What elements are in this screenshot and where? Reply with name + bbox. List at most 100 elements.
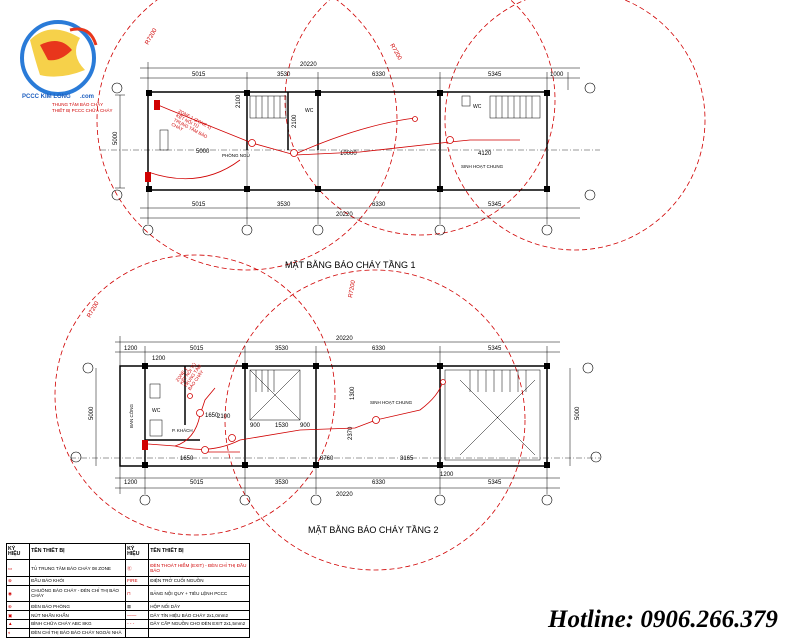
zone-note: ZONE 1KẾT NỐI TỦTRUNG TÂMBÁO CHÁY bbox=[175, 358, 207, 392]
dim-room: 2100 bbox=[292, 114, 298, 128]
dim-inner: 5000 bbox=[196, 149, 210, 155]
dim-inner: 8760 bbox=[320, 456, 334, 462]
legend-item: HỘP NỐI DÂY bbox=[148, 601, 250, 612]
dim-room: 2100 bbox=[236, 94, 242, 108]
radius-label: R7200 bbox=[145, 27, 159, 46]
logo-name: PCCC KIM LONG bbox=[22, 94, 71, 100]
legend-item: CHUÔNG BÁO CHÁY - ĐÈN CHỈ THỊ BÁO CHÁY bbox=[29, 584, 127, 603]
logo-tagline-2: THIẾT BỊ PCCC CHỮA CHÁY bbox=[52, 107, 113, 113]
dim-extra: 1650 bbox=[205, 413, 219, 419]
legend-item: DÂY CẤP NGUỒN CHO ĐÈN EXIT 2x1,5mm2 bbox=[148, 619, 250, 630]
logo-domain: .com bbox=[80, 94, 94, 100]
dim-extra: 2100 bbox=[217, 414, 231, 420]
floor-1-title: MẶT BẰNG BÁO CHÁY TẦNG 1 bbox=[285, 260, 416, 270]
dim-left: 5000 bbox=[89, 406, 95, 420]
dim-overall-bottom: 20220 bbox=[336, 212, 353, 218]
power-wire-icon: - - - bbox=[125, 619, 150, 630]
legend-item: ĐÈN THOÁT HIỂM (EXIT) - ĐÈN CHỈ THỊ ĐẦU … bbox=[148, 559, 250, 577]
room-label-bedroom: P. KHÁCH bbox=[172, 427, 193, 433]
dim-bottom: 5015 bbox=[192, 202, 206, 208]
dim-inner: 1200 bbox=[440, 472, 454, 478]
radius-label: R7200 bbox=[348, 279, 357, 298]
coverage-circle bbox=[96, 0, 398, 271]
dim-overall-top: 20220 bbox=[336, 336, 353, 342]
dim-bottom: 3530 bbox=[275, 480, 289, 486]
dim-bottom: 5345 bbox=[488, 202, 502, 208]
dim-overall-top: 20220 bbox=[300, 62, 317, 68]
dim-top: 5345 bbox=[488, 72, 502, 78]
legend-header: TÊN THIẾT BỊ bbox=[29, 542, 127, 561]
dim-top: 6330 bbox=[372, 72, 386, 78]
legend-item: ĐÈN BÁO PHÒNG bbox=[29, 601, 127, 612]
dim-overall-bottom: 20220 bbox=[336, 492, 353, 498]
smoke-detector-icon: ⊗ bbox=[5, 575, 31, 586]
dim-top: 5015 bbox=[192, 72, 206, 78]
dim-extra: 2370 bbox=[348, 426, 354, 440]
legend-table: KÝ HIỆU TÊN THIẾT BỊ KÝ HIỆU TÊN THIẾT B… bbox=[5, 542, 250, 638]
dim-extra: 900 bbox=[250, 423, 261, 429]
floor-2-plan: R7200 R7200 20220 1200 5015 3530 6330 53… bbox=[54, 254, 602, 571]
floor-2-title: MẶT BẰNG BÁO CHÁY TẦNG 2 bbox=[308, 525, 439, 535]
dim-inner: 4120 bbox=[478, 151, 492, 157]
bell-icon: ◉ bbox=[5, 584, 31, 603]
exit-sign-icon: Ⓔ bbox=[125, 559, 150, 577]
signal-wire-icon: —— bbox=[125, 610, 150, 621]
legend-item: ĐÈN CHỈ THỊ BÁO BÁO CHÁY NGOÀI NHÀ bbox=[29, 628, 127, 638]
legend-header: KÝ HIỆU bbox=[125, 542, 150, 561]
dim-bottom: 6330 bbox=[372, 202, 386, 208]
legend-header: KÝ HIỆU bbox=[5, 542, 31, 561]
coverage-circle bbox=[444, 0, 706, 251]
dim-top: 3530 bbox=[277, 72, 291, 78]
dim-bottom: 1200 bbox=[124, 480, 138, 486]
legend-item: ĐIỆN TRỞ CUỐI NGUỒN bbox=[148, 575, 250, 586]
dim-top: 5015 bbox=[190, 346, 204, 352]
fire-label: FIRE bbox=[125, 575, 150, 586]
dim-bottom: 3530 bbox=[277, 202, 291, 208]
dim-top: 5345 bbox=[488, 346, 502, 352]
outdoor-indicator-icon: ◐ bbox=[5, 628, 31, 638]
dim-inner: 3165 bbox=[400, 456, 414, 462]
radius-label: R7200 bbox=[388, 43, 402, 62]
dim-bottom: 5015 bbox=[190, 480, 204, 486]
zone-note: ZONE 1 (ZONE 1)KẾT NỐI TỦTRUNG TÂM BÁOCH… bbox=[170, 108, 213, 143]
dim-inner: 1650 bbox=[180, 456, 194, 462]
radius-label: R7200 bbox=[87, 300, 101, 319]
dim-top: 3530 bbox=[275, 346, 289, 352]
dim-extra: 900 bbox=[300, 423, 311, 429]
legend-item: NÚT NHẤN KHẨN bbox=[29, 610, 127, 621]
rule-board-icon: ⊓ bbox=[125, 584, 150, 603]
coverage-circle bbox=[284, 0, 556, 236]
legend-item: BẢNG NỘI QUY + TIÊU LỆNH PCCC bbox=[148, 584, 250, 603]
push-button-icon: ▣ bbox=[5, 610, 31, 621]
room-label-bedroom: PHÒNG NGỦ bbox=[222, 152, 250, 158]
dim-extra: 1530 bbox=[275, 423, 289, 429]
room-label-wc: WC bbox=[152, 408, 161, 414]
room-lamp-icon: ⊛ bbox=[5, 601, 31, 612]
dim-bottom: 6330 bbox=[372, 480, 386, 486]
logo-tagline-1: THUNG TÂM BÁO CHÁY bbox=[52, 101, 103, 107]
dim-inner: 10000 bbox=[340, 151, 357, 157]
dim-top: 6330 bbox=[372, 346, 386, 352]
hotline-text: Hotline: 0906.266.379 bbox=[548, 606, 778, 633]
dim-right: 5000 bbox=[575, 406, 581, 420]
legend-item: DÂY TÍN HIỆU BÁO CHÁY 2x1,0mm2 bbox=[148, 610, 250, 621]
room-label-wc: WC bbox=[473, 104, 482, 110]
dim-bottom: 5345 bbox=[488, 480, 502, 486]
legend-symbol: ▭ bbox=[5, 559, 31, 577]
extinguisher-icon: ▲ bbox=[5, 619, 31, 630]
legend-header: TÊN THIẾT BỊ bbox=[148, 542, 250, 561]
dim-extra: 1200 bbox=[152, 356, 166, 362]
company-logo: PCCC KIM LONG .com THUNG TÂM BÁO CHÁY TH… bbox=[20, 20, 113, 113]
legend-item: TỦ TRUNG TÂM BÁO CHÁY 08 ZONE bbox=[29, 559, 127, 577]
dim-top: 1200 bbox=[124, 346, 138, 352]
dim-extra: 1300 bbox=[350, 386, 356, 400]
room-label-living: SINH HOẠT CHUNG bbox=[461, 164, 504, 169]
room-label-balcony: BAN CÔNG bbox=[128, 403, 134, 428]
floor-1-plan: R7200 R7200 20220 5015 3530 6330 5345 10… bbox=[96, 0, 706, 271]
junction-box-icon: ⊠ bbox=[125, 601, 150, 612]
room-label-wc: WC bbox=[305, 108, 314, 114]
dim-top: 1000 bbox=[550, 72, 564, 78]
legend-item: ĐẦU BÁO KHÓI bbox=[29, 575, 127, 586]
dim-left: 5000 bbox=[113, 131, 119, 145]
